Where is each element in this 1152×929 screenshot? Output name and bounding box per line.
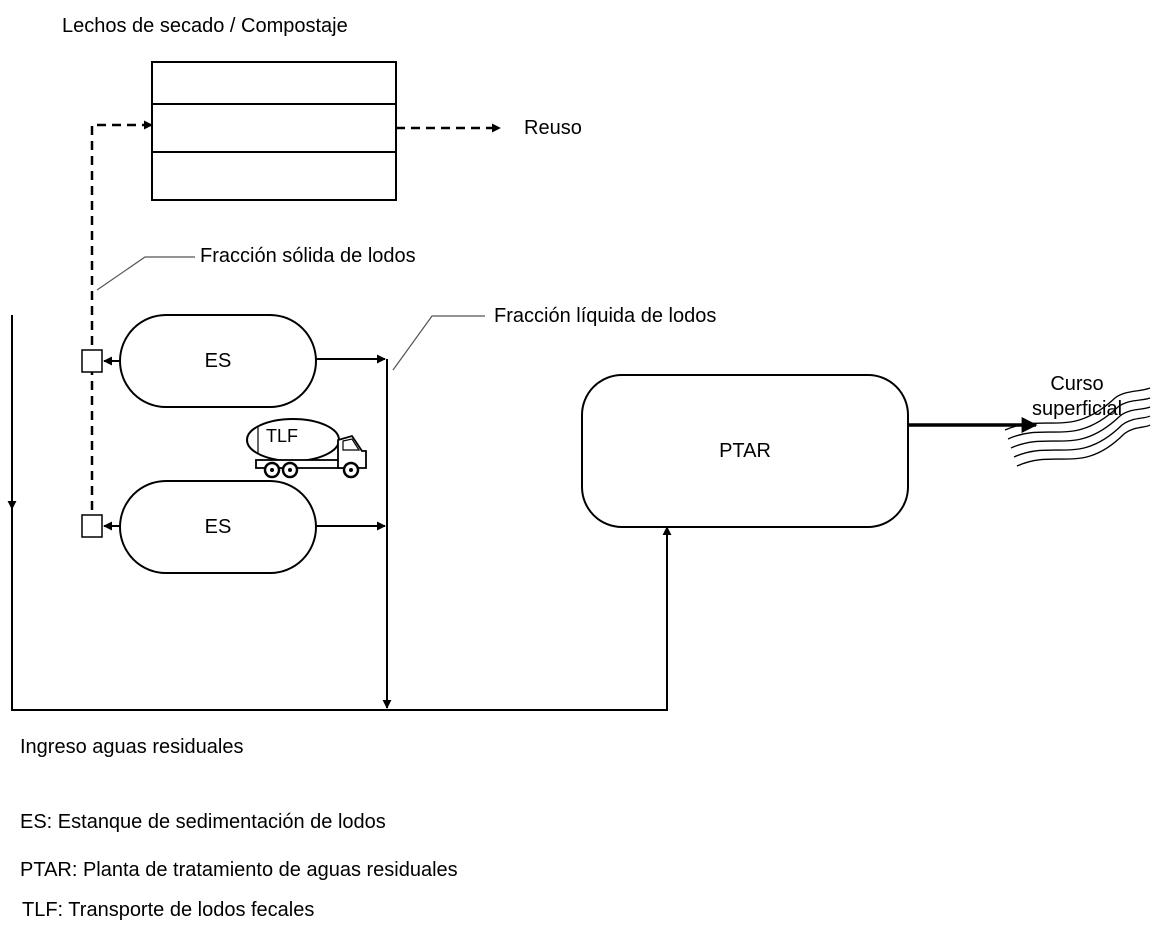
drying-beds-label: Lechos de secado / Compostaje [62, 15, 348, 37]
es-bottom-label: ES [204, 516, 232, 538]
surface-course-label-line1: Curso [1050, 373, 1104, 395]
drying-beds-box [151, 61, 397, 201]
tlf-truck-icon [246, 418, 367, 479]
legend-item-tlf: TLF: Transporte de lodos fecales [22, 899, 315, 921]
valve-bottom [81, 514, 103, 538]
valve-top [81, 349, 103, 373]
legend-item-ptar: PTAR: Planta de tratamiento de aguas res… [20, 859, 458, 881]
reuse-label: Reuso [524, 117, 582, 139]
wastewater-main-pipe [11, 509, 672, 711]
es-top-label: ES [204, 350, 232, 372]
solid-fraction-label: Fracción sólida de lodos [200, 245, 416, 267]
solid-fraction-leader [96, 256, 195, 291]
surface-course-label-line2: superficial [1031, 398, 1123, 420]
inflow-label: Ingreso aguas residuales [20, 736, 244, 758]
legend-item-es: ES: Estanque de sedimentación de lodos [20, 811, 386, 833]
liquid-fraction-label: Fracción líquida de lodos [494, 305, 717, 327]
surface-water-waves-icon [1004, 387, 1151, 467]
solid-fraction-dashed-line [90, 120, 153, 525]
ptar-box [581, 374, 909, 528]
ptar-label: PTAR [719, 440, 771, 462]
liquid-fraction-leader [392, 315, 485, 371]
tlf-truck-label: TLF [266, 426, 299, 446]
